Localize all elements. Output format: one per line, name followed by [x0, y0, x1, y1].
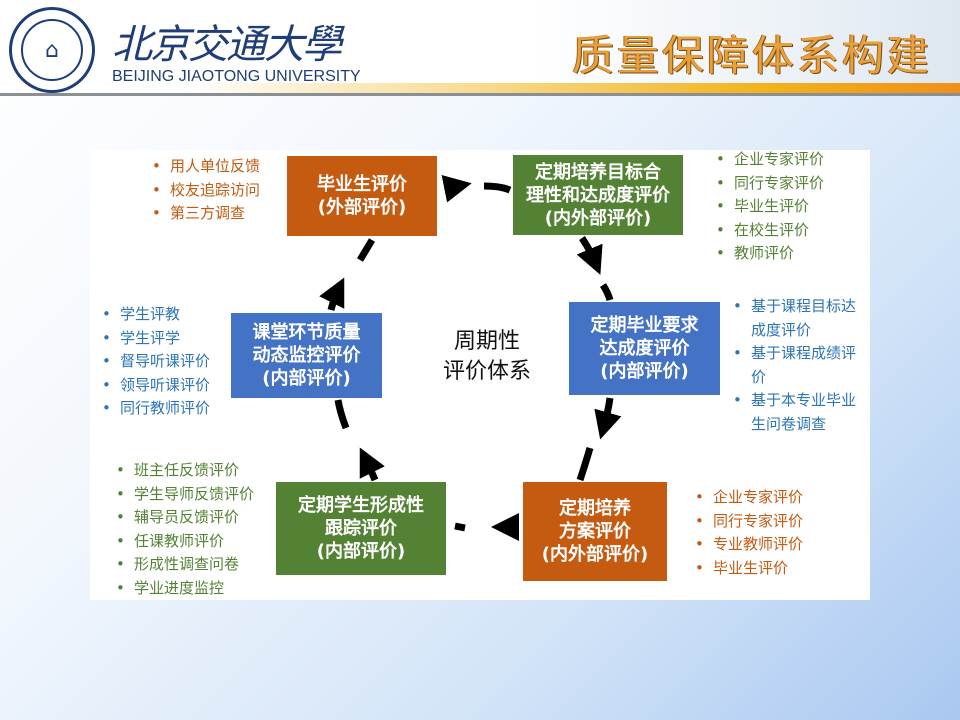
arrow-7: [454, 522, 466, 532]
list-program: 企业专家评价 同行专家评价 专业教师评价 毕业生评价: [693, 486, 803, 580]
arrow-12: [356, 238, 376, 262]
list-item: 毕业生评价: [714, 195, 824, 219]
list-item: 基于本专业毕业生问卷调查: [731, 389, 861, 436]
arrow-9: [359, 447, 385, 482]
list-item: 任课教师评价: [114, 530, 254, 554]
box-graduate-evaluation: 毕业生评价(外部评价): [287, 156, 437, 236]
list-graduate: 用人单位反馈 校友追踪访问 第三方调查: [150, 155, 260, 226]
list-item: 同行专家评价: [693, 510, 803, 534]
arrow-3: [576, 236, 603, 275]
list-item: 同行教师评价: [100, 397, 210, 421]
box-line: (内部评价): [262, 368, 351, 389]
box-line: 动态监控评价: [252, 345, 361, 366]
list-item: 校友追踪访问: [150, 179, 260, 203]
center-label-line: 周期性: [454, 329, 521, 354]
box-line: (内部评价): [316, 541, 406, 562]
list-item: 班主任反馈评价: [114, 459, 254, 483]
list-item: 基于课程成绩评价: [731, 342, 861, 389]
list-item: 同行专家评价: [714, 172, 824, 196]
box-line: 课堂环节质量: [252, 322, 361, 343]
arrow-2: [483, 182, 512, 194]
list-item: 辅导员反馈评价: [114, 506, 254, 530]
header-accent-bar: [180, 83, 960, 93]
arrow-11: [319, 277, 345, 311]
list-classroom: 学生评教 学生评学 督导听课评价 领导听课评价 同行教师评价: [100, 303, 210, 421]
box-line: (外部评价): [317, 197, 407, 218]
box-program-evaluation: 定期培养方案评价(内外部评价): [523, 482, 667, 581]
list-item: 毕业生评价: [693, 557, 803, 581]
list-item: 学生导师反馈评价: [114, 483, 254, 507]
arrow-4: [600, 283, 614, 302]
list-item: 学业进度监控: [114, 577, 254, 601]
box-line: 方案评价: [559, 521, 631, 542]
list-item: 领导听课评价: [100, 374, 210, 398]
box-line: 达成度评价: [599, 338, 690, 359]
list-requirement: 基于课程目标达成度评价 基于课程成绩评价 基于本专业毕业生问卷调查: [731, 295, 861, 436]
list-item: 基于课程目标达成度评价: [731, 295, 861, 342]
box-objective-evaluation: 定期培养目标合理性和达成度评价(内外部评价): [513, 155, 683, 235]
box-line: (内部评价): [600, 361, 689, 382]
box-line: 定期学生形成性: [298, 495, 424, 516]
box-line: 跟踪评价: [325, 518, 397, 539]
list-item: 学生评教: [100, 303, 210, 327]
box-line: 定期培养目标合: [535, 161, 661, 183]
list-item: 第三方调查: [150, 202, 260, 226]
box-line: 定期毕业要求: [590, 315, 699, 336]
list-formative: 班主任反馈评价 学生导师反馈评价 辅导员反馈评价 任课教师评价 形成性调查问卷 …: [114, 459, 254, 600]
arrow-6: [576, 447, 594, 482]
list-item: 企业专家评价: [714, 148, 824, 172]
box-line: (内外部评价): [544, 207, 652, 229]
university-name-en: BEIJING JIAOTONG UNIVERSITY: [112, 68, 361, 85]
center-label: 周期性评价体系: [443, 327, 531, 387]
list-item: 在校生评价: [714, 219, 824, 243]
list-item: 用人单位反馈: [150, 155, 260, 179]
arrow-1: [441, 175, 472, 203]
arrow-5: [594, 397, 622, 440]
box-formative-evaluation: 定期学生形成性跟踪评价(内部评价): [276, 482, 446, 575]
center-label-line: 评价体系: [443, 359, 532, 384]
list-item: 督导听课评价: [100, 350, 210, 374]
list-item: 企业专家评价: [693, 486, 803, 510]
university-name-cn: 北京交通大學: [112, 22, 342, 68]
list-item: 学生评学: [100, 327, 210, 351]
list-item: 教师评价: [714, 242, 824, 266]
arrow-10: [334, 399, 350, 430]
box-line: (内外部评价): [541, 544, 649, 565]
box-classroom-evaluation: 课堂环节质量动态监控评价(内部评价): [231, 313, 382, 398]
box-line: 理性和达成度评价: [526, 184, 670, 206]
list-objective: 企业专家评价 同行专家评价 毕业生评价 在校生评价 教师评价: [714, 148, 824, 266]
list-item: 专业教师评价: [693, 533, 803, 557]
slide-title: 质量保障体系构建: [572, 31, 933, 80]
box-line: 定期培养: [559, 498, 631, 519]
box-line: 毕业生评价: [317, 174, 407, 195]
box-requirement-evaluation: 定期毕业要求达成度评价(内部评价): [569, 302, 720, 395]
slide-header: ⌂ 北京交通大學 BEIJING JIAOTONG UNIVERSITY 质量保…: [0, 0, 960, 96]
list-item: 形成性调查问卷: [114, 553, 254, 577]
university-seal-logo: ⌂: [9, 7, 95, 93]
